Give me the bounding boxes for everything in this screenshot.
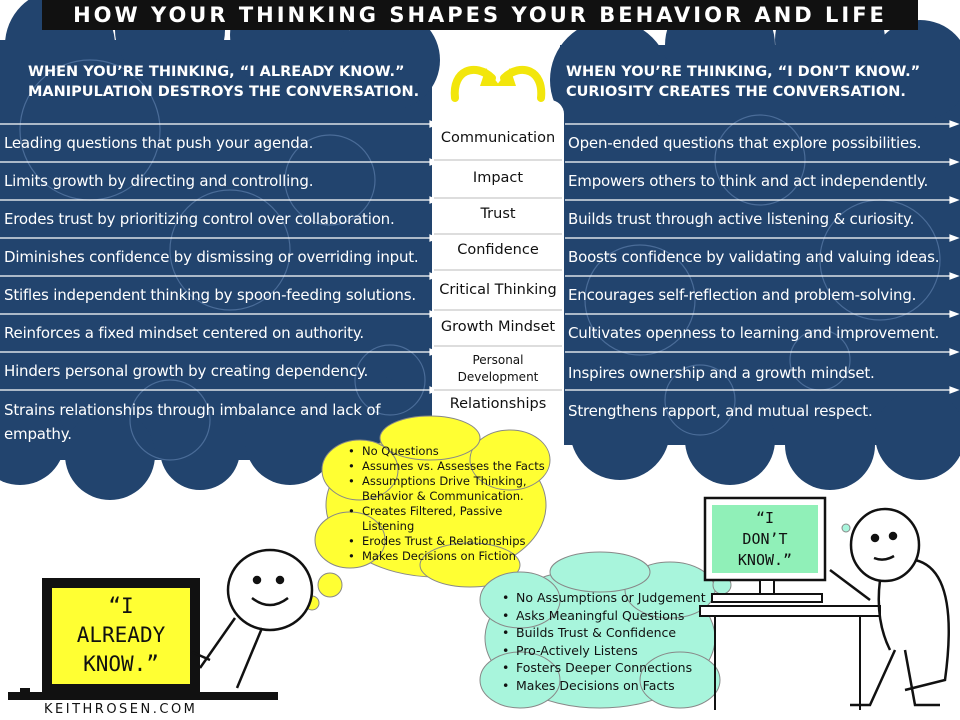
footer-website: KEITHROSEN.COM: [44, 702, 198, 717]
right-sign-line2: DON’T: [742, 530, 788, 548]
right-row-personal-development: Inspires ownership and a growth mindset.: [568, 364, 875, 382]
right-screen-sign: “I DON’T KNOW.”: [712, 508, 818, 571]
page-title: HOW YOUR THINKING SHAPES YOUR BEHAVIOR A…: [42, 0, 918, 30]
right-row-critical-thinking: Encourages self-reflection and problem-s…: [568, 286, 917, 304]
yellow-bubble-list: No Questions Assumes vs. Assesses the Fa…: [346, 444, 546, 564]
left-row-critical-thinking: Stifles independent thinking by spoon-fe…: [4, 286, 416, 304]
center-label-growth-mindset: Growth Mindset: [440, 319, 556, 335]
left-row-confidence: Diminishes confidence by dismissing or o…: [4, 248, 419, 266]
left-heading: WHEN YOU’RE THINKING, “I ALREADY KNOW.” …: [28, 62, 428, 102]
right-heading-line2: CURIOSITY CREATES THE CONVERSATION.: [566, 84, 906, 100]
right-row-impact: Empowers others to think and act indepen…: [568, 172, 929, 190]
right-row-communication: Open-ended questions that explore possib…: [568, 134, 922, 152]
list-item: Asks Meaningful Questions: [500, 607, 710, 625]
right-row-growth-mindset: Cultivates openness to learning and impr…: [568, 324, 940, 342]
left-row-growth-mindset: Reinforces a fixed mindset centered on a…: [4, 324, 364, 342]
left-stick-figure: [191, 548, 314, 689]
list-item: Makes Decisions on Fiction: [346, 549, 546, 564]
left-heading-line1: WHEN YOU’RE THINKING, “I ALREADY KNOW.”: [28, 64, 405, 80]
list-item: No Questions: [346, 444, 546, 459]
right-heading-line1: WHEN YOU’RE THINKING, “I DON’T KNOW.”: [566, 64, 921, 80]
list-item: Pro-Actively Listens: [500, 642, 710, 660]
center-label-communication: Communication: [440, 130, 556, 146]
decorative-circles: [19, 59, 941, 461]
right-heading: WHEN YOU’RE THINKING, “I DON’T KNOW.” CU…: [566, 62, 946, 102]
left-heading-line2: MANIPULATION DESTROYS THE CONVERSATION.: [28, 84, 420, 100]
left-sign-line3: KNOW.”: [83, 652, 159, 676]
center-label-trust: Trust: [480, 206, 516, 222]
left-row-trust: Erodes trust by prioritizing control ove…: [4, 210, 395, 228]
right-row-trust: Builds trust through active listening & …: [568, 210, 915, 228]
list-item: Builds Trust & Confidence: [500, 624, 710, 642]
list-item: Fosters Deeper Connections: [500, 659, 710, 677]
row-arrows: [0, 120, 960, 394]
right-computer-illustration: [699, 496, 881, 710]
list-item: Assumes vs. Assesses the Facts: [346, 459, 546, 474]
left-sign-line1: “I: [108, 594, 134, 618]
center-label-personal: Personal: [472, 353, 524, 367]
list-item: Erodes Trust & Relationships: [346, 534, 546, 549]
list-item: Assumptions Drive Thinking, Behavior & C…: [346, 474, 546, 504]
list-item: No Assumptions or Judgement: [500, 589, 710, 607]
center-label-personal-development: Personal Development: [434, 352, 562, 386]
right-stick-figure: [829, 507, 950, 707]
center-label-confidence: Confidence: [457, 242, 539, 258]
center-dividers: [434, 159, 562, 391]
left-sign-line2: ALREADY: [76, 623, 166, 647]
right-sign-line1: “I: [755, 509, 775, 527]
arrow-heads: [480, 68, 516, 86]
left-row-impact: Limits growth by directing and controlli…: [4, 172, 314, 190]
right-row-relationships: Strengthens rapport, and mutual respect.: [568, 402, 873, 420]
center-label-development: Development: [457, 370, 539, 384]
list-item: Makes Decisions on Facts: [500, 677, 710, 695]
center-label-impact: Impact: [472, 170, 524, 186]
right-row-confidence: Boosts confidence by validating and valu…: [568, 248, 940, 266]
left-screen-sign: “I ALREADY KNOW.”: [52, 592, 190, 679]
green-bubble-list: No Assumptions or Judgement Asks Meaning…: [500, 589, 710, 694]
left-row-communication: Leading questions that push your agenda.: [4, 134, 314, 152]
left-computer-illustration: [8, 578, 278, 700]
right-cloud: [550, 0, 960, 490]
left-row-relationships: Strains relationships through imbalance …: [4, 401, 381, 443]
list-item: Creates Filtered, Passive Listening: [346, 504, 546, 534]
right-sign-line3: KNOW.”: [737, 551, 793, 569]
center-label-relationships: Relationships: [449, 396, 547, 412]
center-label-critical-thinking: Critical Thinking: [439, 282, 557, 298]
left-row-personal-development: Hinders personal growth by creating depe…: [4, 362, 369, 380]
center-column: [432, 100, 564, 465]
